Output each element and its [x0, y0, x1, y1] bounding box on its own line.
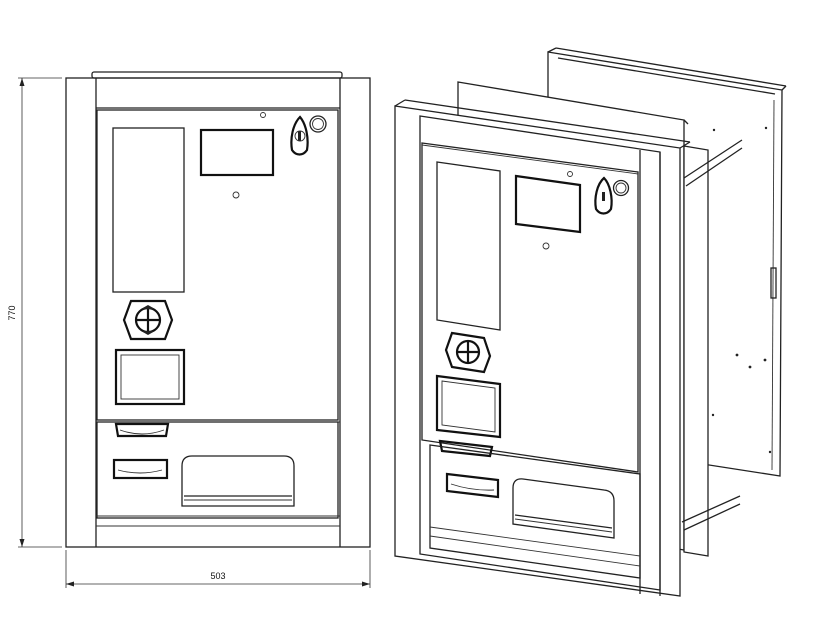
- coin-knob-icon: [122, 299, 174, 341]
- height-dimension-label: 770: [7, 305, 17, 320]
- isometric-view: [394, 47, 787, 597]
- card-reader-icon: [290, 115, 327, 156]
- width-dimension: 503: [65, 550, 371, 588]
- front-view: [65, 71, 371, 548]
- width-dimension-label: 503: [210, 571, 225, 581]
- iso-coin-knob-icon: [444, 331, 492, 374]
- iso-card-reader-icon: [594, 176, 630, 215]
- height-dimension: 770: [7, 77, 62, 548]
